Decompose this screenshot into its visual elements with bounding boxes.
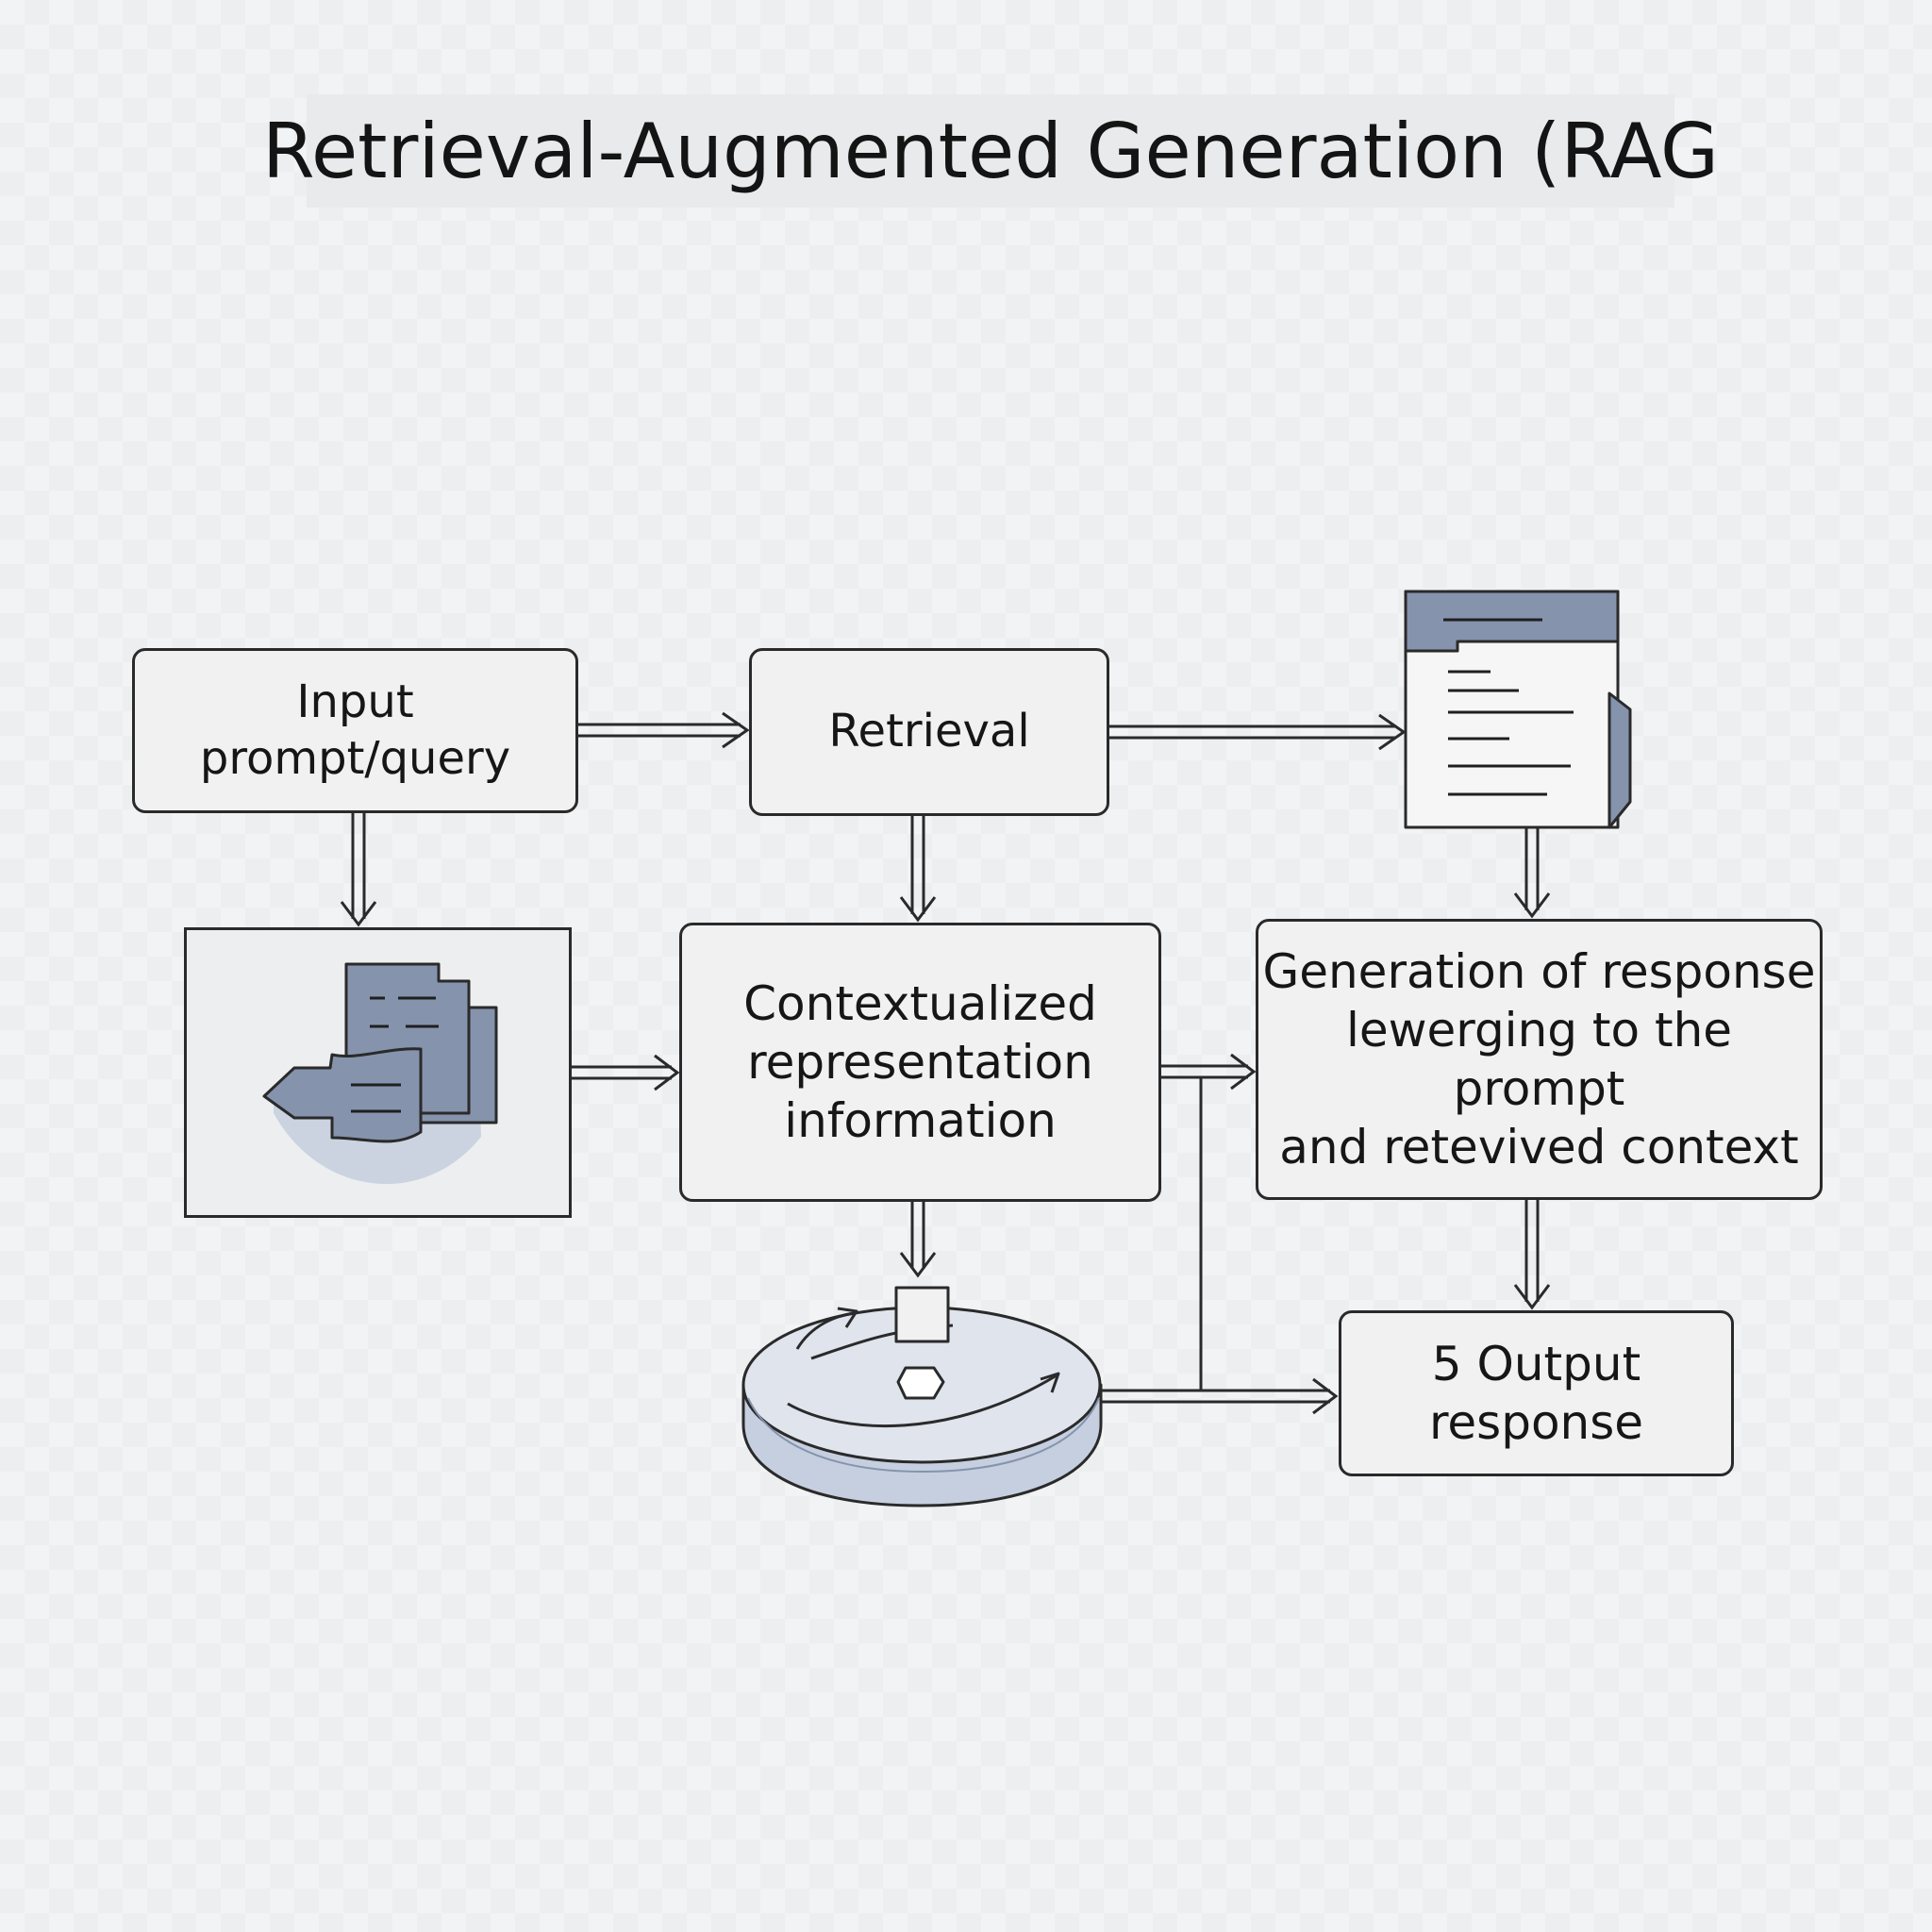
input-prompt-node: Input prompt/query (132, 648, 578, 813)
input-prompt-label: Input prompt/query (199, 675, 511, 785)
retrieval-label: Retrieval (828, 705, 1030, 758)
title-background (307, 94, 1674, 208)
generation-node: Generation of response lewerging to the … (1256, 919, 1823, 1200)
contextualized-representation-node: Contextualized representation informatio… (679, 923, 1161, 1202)
generation-label: Generation of response lewerging to the … (1262, 944, 1816, 1174)
retrieval-node: Retrieval (749, 648, 1109, 816)
documents-panel (184, 927, 572, 1218)
output-response-node: 5 Output response (1339, 1310, 1734, 1476)
contextualized-representation-label: Contextualized representation informatio… (743, 976, 1097, 1148)
diagram-title: Retrieval-Augmented Generation (RAG (261, 107, 1720, 195)
output-response-label: 5 Output response (1428, 1337, 1644, 1450)
